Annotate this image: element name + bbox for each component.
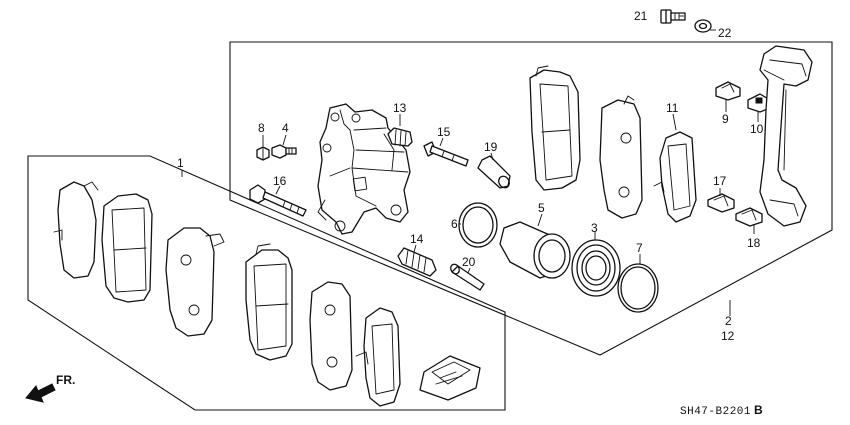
caliper-assembly-frame xyxy=(229,41,833,356)
piston-seal-6 xyxy=(458,202,498,248)
callout-19: 19 xyxy=(484,140,498,154)
diagram-code: SH47-B2201 B xyxy=(680,403,763,418)
callout-13: 13 xyxy=(393,101,407,115)
brake-pad-lower-2 xyxy=(165,227,225,337)
front-label: FR. xyxy=(56,373,75,387)
callout-21: 21 xyxy=(634,9,648,23)
brake-pad-lower-4 xyxy=(309,281,353,391)
arrow-left-icon xyxy=(25,383,56,403)
callout-15: 15 xyxy=(437,125,451,139)
callout-2: 2 xyxy=(725,314,732,328)
callout-11: 11 xyxy=(666,101,679,115)
boot-14 xyxy=(397,247,437,277)
clip-18 xyxy=(735,207,763,227)
callout-14: 14 xyxy=(410,232,424,246)
pin-20 xyxy=(450,263,485,291)
pad-set-frame xyxy=(27,155,506,411)
bleeder-screw-4 xyxy=(271,144,297,159)
clip-17 xyxy=(707,193,735,213)
callout-4: 4 xyxy=(282,121,289,135)
callout-8: 8 xyxy=(258,121,265,135)
caliper-bracket xyxy=(759,45,813,227)
sleeve-19 xyxy=(477,155,511,189)
brake-pad-lower-1 xyxy=(101,193,153,303)
piston-boot-3 xyxy=(571,239,621,297)
bolt-16 xyxy=(249,184,307,217)
boot-13 xyxy=(387,127,413,147)
callout-6: 6 xyxy=(451,217,458,231)
brake-pad-upper-1 xyxy=(529,65,581,191)
washer-22 xyxy=(694,19,712,33)
set-ring-7 xyxy=(617,263,659,313)
callout-16: 16 xyxy=(273,174,287,188)
shim-lower-2 xyxy=(355,307,401,407)
callout-22: 22 xyxy=(718,26,732,40)
diagram-code-suffix: B xyxy=(754,403,763,417)
piston-5 xyxy=(499,221,571,279)
diagram-code-text: SH47-B2201 xyxy=(680,406,751,418)
callout-9: 9 xyxy=(722,112,729,126)
callout-7: 7 xyxy=(636,241,643,255)
grease-packet xyxy=(419,355,481,401)
callout-5: 5 xyxy=(538,201,545,215)
caliper-body xyxy=(317,103,411,235)
callout-1: 1 xyxy=(177,156,184,170)
clip-9 xyxy=(715,81,741,101)
leader-lines xyxy=(181,15,759,316)
bolt-8 xyxy=(256,146,270,161)
brake-pad-upper-2 xyxy=(599,95,643,219)
shim-11 xyxy=(653,131,697,223)
callout-20: 20 xyxy=(462,255,476,269)
callout-18: 18 xyxy=(747,236,761,250)
callout-labels: 1 2 3 4 5 6 7 8 9 10 11 12 13 14 15 16 1… xyxy=(177,9,764,343)
callout-3: 3 xyxy=(591,221,598,235)
shim-lower-1 xyxy=(53,181,99,279)
brake-pad-lower-3 xyxy=(245,243,293,361)
callout-10: 10 xyxy=(750,122,764,136)
callout-17: 17 xyxy=(713,174,727,188)
bolt-21 xyxy=(660,9,686,24)
pin-15 xyxy=(423,141,469,167)
front-direction-arrow: FR. xyxy=(25,373,75,403)
callout-12: 12 xyxy=(721,329,735,343)
